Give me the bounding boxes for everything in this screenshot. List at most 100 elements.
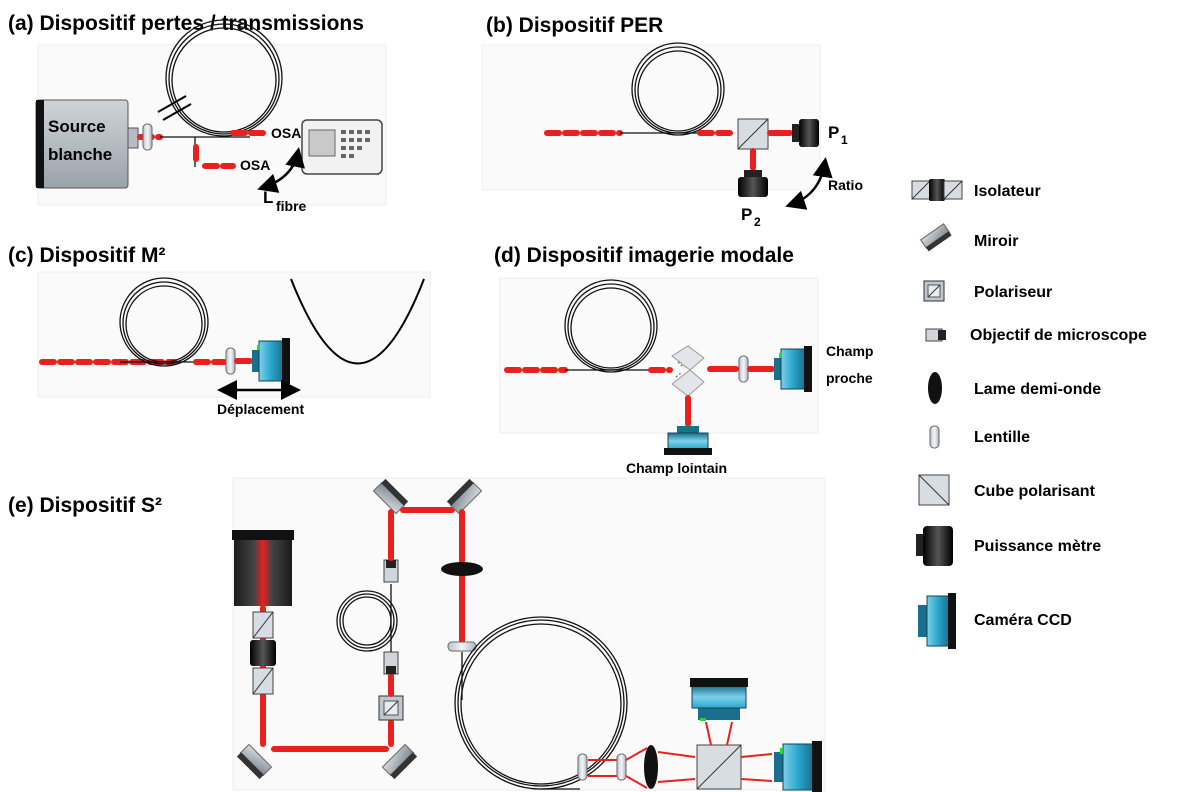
- panel-b-title: (b) Dispositif PER: [486, 14, 663, 37]
- legend-item-lens: Lentille: [929, 425, 1030, 449]
- legend-label-polarizer: Polariseur: [974, 284, 1052, 301]
- p1-label: P: [828, 123, 839, 142]
- panel-e-background: [232, 477, 826, 791]
- fiber-coil-d: [564, 279, 658, 373]
- beam-e-to-ccd-side: [740, 753, 773, 782]
- beam-e-to-cube: [657, 751, 696, 783]
- legend-item-objective: Objectif de microscope: [925, 327, 1147, 344]
- cleave-mark-1: [157, 95, 187, 113]
- legend-item-half-wave-plate: Lame demi-onde: [928, 372, 1101, 404]
- p2-sub: 2: [754, 215, 761, 229]
- polarizing-cube-b: [737, 118, 769, 150]
- champ-proche-line2: proche: [826, 370, 873, 386]
- lens-a: [142, 123, 153, 151]
- ccd-camera-e-side: [774, 741, 822, 792]
- laser-source-e: [232, 530, 294, 606]
- beam-e-expand: [625, 747, 648, 789]
- mirror-icon: [919, 223, 952, 252]
- champ-proche-line1: Champ: [826, 343, 873, 359]
- panel-e-title: (e) Dispositif S²: [8, 494, 162, 517]
- legend-item-isolator: Isolateur: [911, 179, 1041, 201]
- polarizer-icon: [923, 280, 945, 302]
- half-wave-plate-icon: [928, 372, 942, 404]
- legend-label-mirror: Miroir: [974, 233, 1018, 250]
- ccd-camera-far-field: [664, 426, 712, 455]
- lens-e-relay: [616, 753, 627, 781]
- polarizing-cube-icon: [918, 474, 950, 506]
- panel-a: (a) Dispositif pertes / transmissions So…: [8, 12, 387, 214]
- source-label-line2: blanche: [48, 145, 112, 164]
- lens-e-coupling: [447, 641, 477, 652]
- fiber-coil-a: [160, 19, 283, 167]
- panel-c-title: (c) Dispositif M²: [8, 244, 166, 267]
- osa-label-1: OSA: [271, 125, 301, 141]
- mirror-e-bottom-right: [381, 743, 418, 780]
- half-wave-plate-e-output: [644, 745, 658, 789]
- white-light-source: Source blanche: [35, 99, 139, 189]
- fiber-coil-e-large: [454, 616, 628, 790]
- panel-a-title: (a) Dispositif pertes / transmissions: [8, 12, 364, 35]
- legend-label-power-meter: Puissance mètre: [974, 538, 1101, 555]
- switch-arrow-a: [257, 147, 305, 193]
- legend: Isolateur Miroir Polariseur Objectif de …: [911, 179, 1147, 649]
- legend-label-objective: Objectif de microscope: [970, 327, 1147, 344]
- legend-item-ccd-camera: Caméra CCD: [918, 593, 1072, 649]
- l-fibre-main: L: [263, 188, 273, 207]
- legend-label-ccd-camera: Caméra CCD: [974, 612, 1072, 629]
- lens-icon: [929, 425, 940, 449]
- microscope-objective-icon: [925, 328, 946, 342]
- legend-label-half-wave-plate: Lame demi-onde: [974, 381, 1101, 398]
- legend-label-isolator: Isolateur: [974, 183, 1041, 200]
- fiber-coil-c: [119, 277, 209, 367]
- p1-sub: 1: [841, 133, 848, 147]
- half-wave-plate-e: [441, 562, 483, 576]
- m2-caustic-curve: [290, 278, 425, 365]
- panel-b: (b) Dispositif PER P 1 P 2 Ratio: [481, 14, 863, 229]
- ccd-camera-e-top: [690, 678, 748, 721]
- lens-c: [225, 347, 236, 375]
- legend-item-polarizer: Polariseur: [923, 280, 1052, 302]
- l-fibre-sub: fibre: [276, 198, 307, 214]
- cleave-mark-2: [162, 103, 192, 121]
- panel-d-title: (d) Dispositif imagerie modale: [494, 244, 794, 267]
- ratio-arrow: [785, 157, 833, 210]
- legend-label-lens: Lentille: [974, 429, 1030, 446]
- osa-label-2: OSA: [240, 157, 270, 173]
- panel-d-background: [499, 277, 819, 434]
- panel-b-background: [481, 44, 821, 191]
- beam-e-to-ccd-top: [705, 721, 733, 746]
- panel-e: (e) Dispositif S²: [8, 477, 826, 792]
- panel-c: (c) Dispositif M² Déplacement: [8, 244, 431, 417]
- power-meter-p2: [738, 170, 768, 197]
- osa-instrument: [301, 119, 383, 175]
- legend-item-power-meter: Puissance mètre: [916, 526, 1101, 566]
- objective-e-lower: [383, 651, 399, 675]
- lens-d-near: [738, 355, 749, 383]
- champ-lointain-label: Champ lointain: [626, 460, 727, 476]
- isolator-e: [250, 611, 276, 695]
- deplacement-label: Déplacement: [217, 401, 304, 417]
- objective-e-upper: [383, 559, 399, 583]
- legend-label-polarizing-cube: Cube polarisant: [974, 483, 1096, 500]
- isolator-icon: [911, 179, 963, 201]
- polarizing-cube-e: [696, 744, 742, 790]
- ccd-camera-near-field: [774, 346, 812, 392]
- polarizer-e: [378, 695, 404, 721]
- legend-item-polarizing-cube: Cube polarisant: [918, 474, 1096, 506]
- lens-e-output: [577, 753, 588, 781]
- fiber-coil-e-small: [336, 584, 398, 652]
- power-meter-icon: [916, 526, 953, 566]
- ratio-label: Ratio: [828, 177, 863, 193]
- p2-label: P: [741, 205, 752, 224]
- mirror-e-top-right: [446, 478, 483, 515]
- legend-item-mirror: Miroir: [919, 223, 1018, 252]
- panel-c-background: [37, 271, 431, 398]
- mirror-e-bottom-left: [236, 743, 273, 780]
- beamsplitter-d: [671, 345, 705, 397]
- power-meter-p1: [792, 119, 819, 147]
- fiber-coil-b: [620, 42, 725, 136]
- ccd-camera-icon: [918, 593, 956, 649]
- source-label-line1: Source: [48, 117, 106, 136]
- panel-d: (d) Dispositif imagerie modale: [494, 244, 873, 476]
